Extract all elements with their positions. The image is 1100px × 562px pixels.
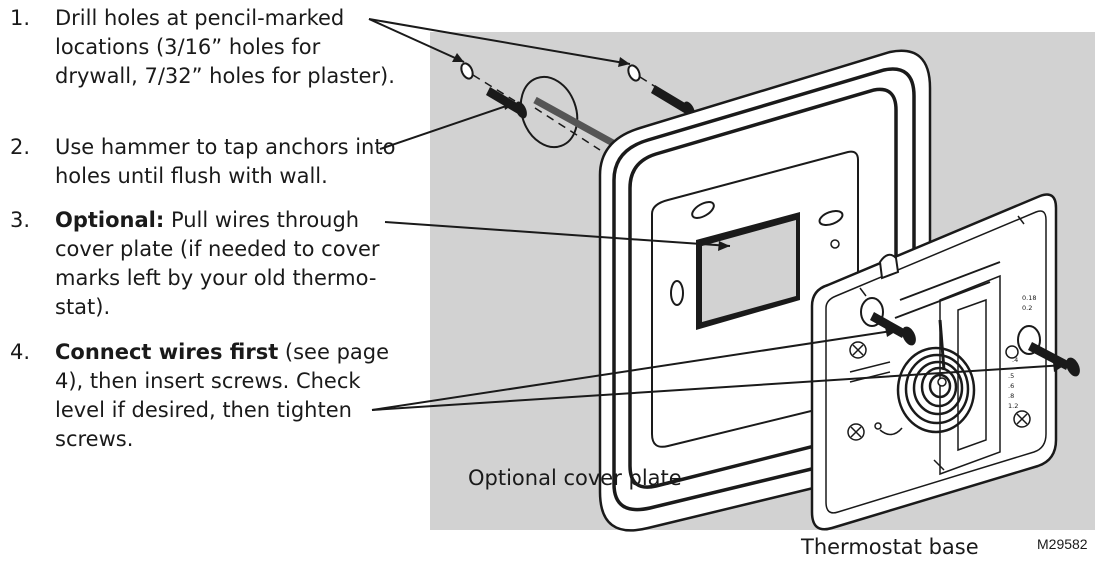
scale-mark: .4 <box>1012 356 1018 364</box>
scale-mark: 0.2 <box>1022 304 1032 312</box>
thermostat-base-label: Thermostat base <box>801 535 979 559</box>
step-text: Connect wires first (see page 4), then i… <box>55 338 400 454</box>
arrowhead <box>503 100 515 110</box>
cover-plate-label: Optional cover plate <box>468 466 682 490</box>
step-bold: Optional: <box>55 208 165 232</box>
step-body: (see page 4), then insert screws. Check … <box>55 340 390 451</box>
step-text: Optional: Pull wires through cover plate… <box>55 206 400 322</box>
scale-mark: .6 <box>1008 382 1014 390</box>
wall-hole-left <box>460 62 474 80</box>
step-bold: Connect wires first <box>55 340 279 364</box>
base-screw-right <box>1028 342 1080 377</box>
figure-code: M29582 <box>1037 536 1088 552</box>
arrowhead <box>618 57 630 67</box>
step-number: 2. <box>10 135 31 159</box>
step-body: Use hammer to tap anchors into holes unt… <box>55 135 396 188</box>
anticipator-scale: 0.18 0.2 .4 .5 .6 .8 1.2 <box>1008 294 1036 410</box>
step-number: 3. <box>10 208 31 232</box>
arrowhead <box>452 53 464 62</box>
wall-hole-right <box>627 64 641 82</box>
scale-mark: 0.18 <box>1022 294 1036 302</box>
arrowhead <box>1053 362 1065 372</box>
step-body: Pull wires through cover plate (if neede… <box>55 208 380 319</box>
base-screw-left <box>870 312 916 346</box>
step-text: Use hammer to tap anchors into holes unt… <box>55 133 400 191</box>
bimetal-coil <box>896 346 976 434</box>
arrowhead <box>718 241 730 251</box>
scale-mark: .8 <box>1008 392 1014 400</box>
arrowhead <box>885 327 898 337</box>
step-number: 4. <box>10 340 31 364</box>
scale-mark: 1.2 <box>1008 402 1018 410</box>
step-text: Drill holes at pencil-marked locations (… <box>55 4 400 91</box>
step-number: 1. <box>10 6 31 30</box>
leader-lines <box>368 18 1066 411</box>
scale-mark: .5 <box>1008 372 1014 380</box>
step-body: Drill holes at pencil-marked locations (… <box>55 6 395 88</box>
